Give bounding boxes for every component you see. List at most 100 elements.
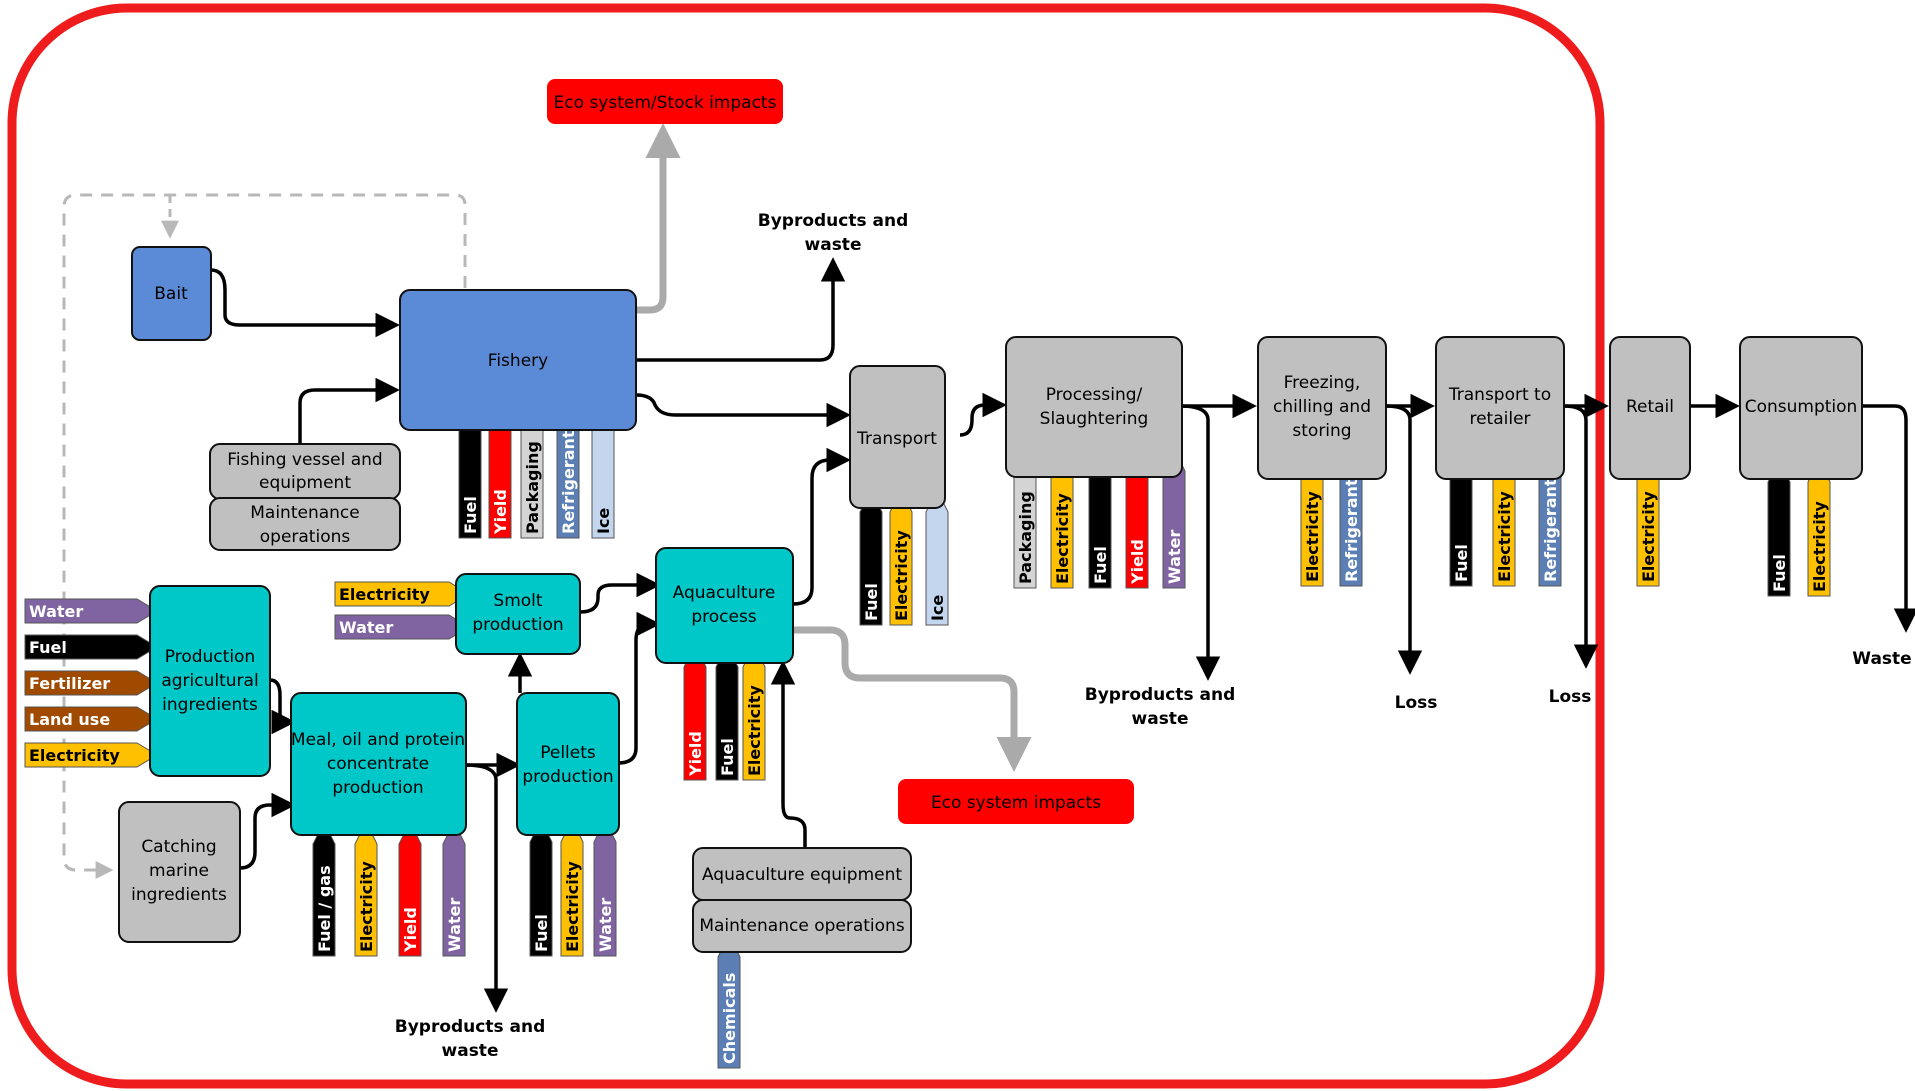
- flag-label: Yield: [401, 907, 420, 953]
- arrow-pellets-aqua: [617, 611, 661, 765]
- input-flag-pellets-electricity: Electricity: [560, 818, 584, 957]
- pellets-label-line1: Pellets: [540, 743, 596, 763]
- arrow-aqua-transport: [792, 447, 851, 606]
- fishery-box[interactable]: [399, 289, 637, 431]
- input-flag-processing-water: Water: [1162, 447, 1186, 589]
- flag-label: Fuel: [1770, 554, 1789, 592]
- aqua-maintenance-box[interactable]: [692, 899, 912, 953]
- flag-label: Yield: [1128, 539, 1147, 585]
- arrow-meal-byproducts: [464, 763, 509, 1013]
- meal-oil-label-line1: Meal, oil and protein: [291, 730, 465, 750]
- arrow-vessel-fishery: [298, 377, 400, 445]
- transport-box[interactable]: [849, 365, 946, 509]
- input-flag-pellets-water: Water: [593, 818, 617, 957]
- input-flag-aquaculture-fuel: Fuel: [715, 643, 739, 781]
- boxes: [118, 79, 1863, 953]
- arrow-bait-fishery: [210, 268, 400, 338]
- flag-label: Fuel: [1091, 546, 1110, 584]
- smolt-label-line1: Smolt: [493, 591, 542, 611]
- vessel-label-line1: Fishing vessel and: [227, 450, 382, 470]
- arrow-processing-byproducts: [1179, 404, 1221, 681]
- input-flag-fishery-fuel: Fuel: [458, 404, 482, 539]
- eco-stock-impact-box[interactable]: [547, 79, 783, 124]
- freezing-label-line2: chilling and: [1273, 397, 1371, 417]
- catching-marine-box[interactable]: [118, 801, 241, 943]
- maintenance-label-line1: Maintenance: [250, 503, 359, 523]
- flag-label: Electricity: [29, 746, 120, 765]
- system-boundary: [7, 3, 1605, 1089]
- input-flag-consumption-fuel: Fuel: [1767, 458, 1791, 597]
- byproducts-fishery-line1: Byproducts and: [758, 211, 909, 231]
- catching-label-line3: ingredients: [131, 885, 227, 905]
- retail-box[interactable]: [1609, 336, 1691, 480]
- flag-label: Electricity: [339, 585, 430, 604]
- eco-impact-label: Eco system impacts: [931, 793, 1101, 813]
- flag-label: Ice: [928, 595, 947, 621]
- flag-label: Chemicals: [720, 973, 739, 1064]
- freezing-label-line1: Freezing,: [1284, 373, 1361, 393]
- production-agri-box[interactable]: [149, 585, 271, 777]
- fishery-label: Fishery: [488, 351, 548, 371]
- flag-label: Packaging: [1016, 491, 1035, 584]
- transport-retailer-box[interactable]: [1435, 336, 1565, 480]
- flag-shape: [24, 670, 158, 696]
- eco-impact-box[interactable]: [898, 779, 1134, 824]
- transport-retailer-label-line2: retailer: [1469, 409, 1530, 429]
- flag-shape: [24, 706, 158, 732]
- maintenance-box[interactable]: [209, 497, 401, 551]
- processing-box[interactable]: [1005, 336, 1183, 478]
- bait-label: Bait: [154, 284, 188, 304]
- flag-label: Refrigerants: [1342, 469, 1361, 582]
- flag-label: Refrigerants: [1541, 469, 1560, 582]
- input-flag-transport_retailer-fuel: Fuel: [1449, 448, 1473, 587]
- flag-label: Water: [596, 898, 615, 952]
- byproducts-meal-line1: Byproducts and: [395, 1017, 546, 1037]
- arrow-fishery-ecostock: [636, 123, 681, 314]
- arrow-freezing-loss: [1385, 404, 1423, 675]
- flag-label: Land use: [29, 710, 110, 729]
- byproducts-fishery-line2: waste: [805, 235, 862, 255]
- smolt-box[interactable]: [455, 573, 581, 655]
- h-input-flag-production_agri-electricity: Electricity: [24, 742, 158, 768]
- aquaculture-box[interactable]: [655, 547, 794, 664]
- bait-box[interactable]: [131, 246, 212, 341]
- consumption-label: Consumption: [1745, 397, 1858, 417]
- flag-label: Fuel: [461, 496, 480, 534]
- consumption-box[interactable]: [1739, 336, 1863, 480]
- aquaculture-label-line2: process: [691, 607, 756, 627]
- flag-label: Electricity: [892, 530, 911, 621]
- input-flag-transport-fuel: Fuel: [859, 488, 883, 626]
- h-input-flag-smolt-water: Water: [334, 614, 470, 640]
- arrow-catching-meal: [239, 792, 296, 870]
- arrow-aquaequip-aqua: [770, 660, 807, 848]
- arrow-agri-meal: [269, 678, 296, 735]
- flag-shape: [24, 742, 158, 768]
- input-flag-consumption-electricity: Electricity: [1807, 458, 1831, 597]
- h-input-flag-production_agri-fertilizer: Fertilizer: [24, 670, 158, 696]
- box-labels: Bait Fishery Fishing vessel and equipmen…: [131, 93, 1857, 936]
- arrow-transport-processing: [959, 392, 1007, 437]
- connectors: [210, 257, 1915, 1013]
- input-flag-meal_oil-fuel-gas: Fuel / gas: [312, 820, 336, 957]
- flag-shape: [24, 634, 158, 660]
- flag-label: Water: [29, 602, 83, 621]
- processing-label-line1: Processing/: [1046, 385, 1143, 405]
- vessel-label-line2: equipment: [259, 473, 351, 493]
- flag-label: Fuel: [1452, 544, 1471, 582]
- flag-label: Yield: [491, 489, 510, 535]
- input-flag-meal_oil-water: Water: [442, 820, 466, 957]
- arrow-aqua-eco: [793, 626, 1032, 772]
- input-flag-transport-electricity: Electricity: [889, 488, 913, 626]
- flag-label: Electricity: [563, 861, 582, 952]
- input-flag-transport-ice: Ice: [925, 488, 949, 626]
- freezing-box[interactable]: [1257, 336, 1387, 480]
- h-input-flag-production_agri-fuel: Fuel: [24, 634, 158, 660]
- retail-label: Retail: [1626, 397, 1674, 417]
- arrow-transport-loss: [1563, 404, 1599, 669]
- meal-oil-box[interactable]: [290, 692, 467, 836]
- pellets-box[interactable]: [516, 692, 620, 836]
- input-flag-retail-electricity: Electricity: [1636, 448, 1660, 587]
